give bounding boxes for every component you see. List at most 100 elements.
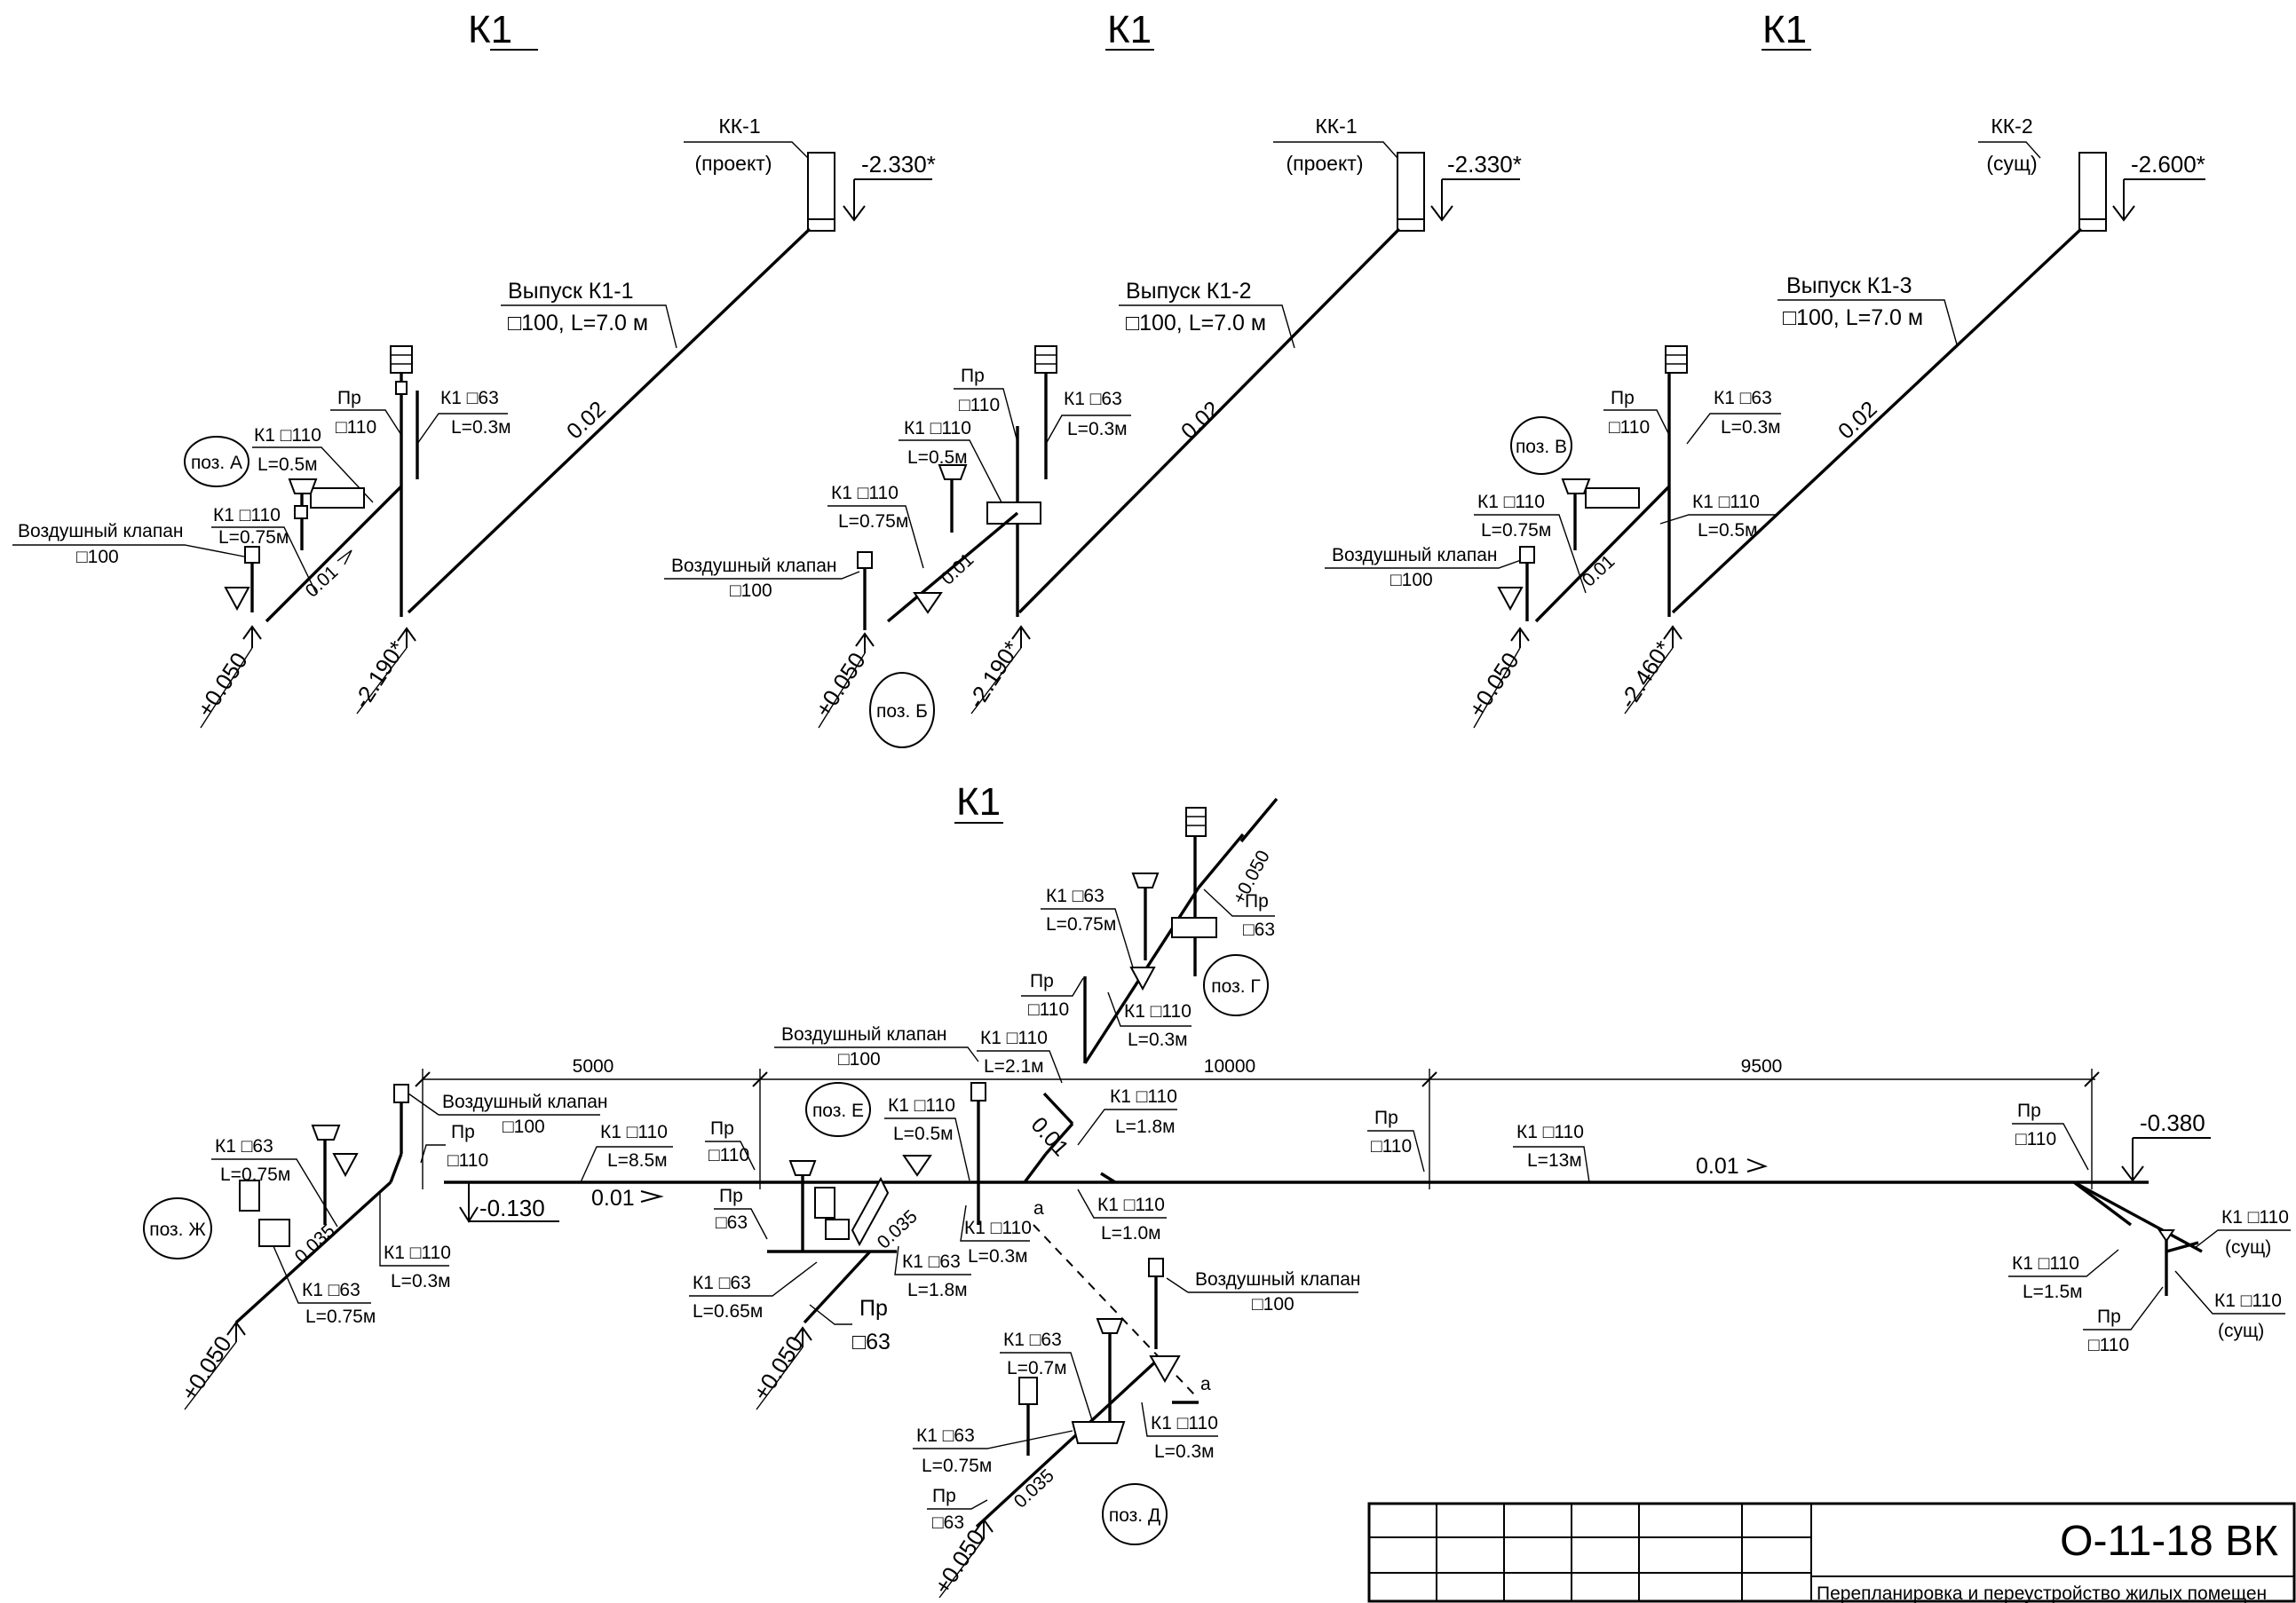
pos-e: поз. Е bbox=[812, 1101, 864, 1121]
outlet-spec: □100, L=7.0 м bbox=[1126, 311, 1266, 336]
valve-name: Воздушный клапан bbox=[442, 1092, 607, 1112]
e-pr2: Пр bbox=[719, 1186, 743, 1206]
scheme-k1-main: К1 5000 10000 9500 -0.130 0.01 -0.380 0.… bbox=[143, 780, 2291, 1599]
e-k110b: К1 □110 bbox=[964, 1218, 1032, 1238]
riser-branch: К1 □63 bbox=[1714, 388, 1772, 408]
pos-marker bbox=[184, 436, 249, 487]
bathtub-icon bbox=[1171, 917, 1217, 938]
d-l07: L=0.7м bbox=[1007, 1358, 1067, 1378]
e-l05: L=0.5м bbox=[893, 1124, 954, 1144]
zh-pr: Пр bbox=[451, 1122, 475, 1142]
d-k110: К1 □110 bbox=[1151, 1413, 1218, 1433]
branch2-label: К1 □110 bbox=[831, 483, 899, 503]
air-valve-icon bbox=[857, 551, 873, 569]
elev-bottom: -2.460* bbox=[1614, 636, 1677, 714]
e-valve-diam: □100 bbox=[838, 1049, 881, 1070]
g-k110b: К1 □110 bbox=[980, 1028, 1048, 1048]
branch2-len: L=0.75м bbox=[1481, 520, 1551, 541]
valve-diam: □100 bbox=[503, 1117, 545, 1137]
elev-main-left: -0.130 bbox=[479, 1195, 545, 1221]
title-block: О-11-18 ВК Перепланировка и переустройст… bbox=[1367, 1502, 2296, 1603]
washbasin-icon bbox=[788, 1160, 817, 1176]
inspection-well bbox=[2078, 152, 2107, 232]
pos-label: поз. А bbox=[191, 453, 242, 473]
r-k110: К1 □110 bbox=[2012, 1253, 2079, 1274]
branch-slope: 0.01 bbox=[302, 562, 343, 602]
scheme-title: К1 bbox=[1762, 8, 1807, 51]
d-k63: К1 □63 bbox=[1003, 1330, 1062, 1350]
branch-slope: 0.01 bbox=[938, 549, 978, 589]
g-d63: □63 bbox=[1243, 920, 1275, 940]
well-elevation: -2.330* bbox=[1447, 151, 1522, 178]
zh-k63: К1 □63 bbox=[215, 1136, 273, 1157]
slope-035a: 0.035 bbox=[291, 1220, 339, 1267]
r-l15: L=1.5м bbox=[2023, 1282, 2083, 1302]
slope-up: 0.01 bbox=[1026, 1112, 1073, 1161]
e-l03: L=0.3м bbox=[968, 1246, 1028, 1267]
d-l075: L=0.75м bbox=[922, 1456, 992, 1476]
riser-branch: К1 □63 bbox=[1064, 389, 1122, 409]
bathtub-icon bbox=[1071, 1421, 1126, 1444]
air-valve-icon bbox=[393, 1084, 409, 1103]
scheme-k1-1: К1 КК-1 (проект) -2.330* Выпуск К1-1 □10… bbox=[12, 8, 936, 729]
elev-zh: +0.050 bbox=[176, 1331, 237, 1406]
air-valve-icon bbox=[1148, 1258, 1164, 1277]
well-name: КК-1 bbox=[718, 114, 760, 138]
outlet-slope: 0.02 bbox=[1833, 397, 1882, 445]
pos-marker-d bbox=[1102, 1483, 1168, 1545]
air-valve-icon bbox=[1519, 546, 1535, 564]
d-k63b: К1 □63 bbox=[916, 1425, 975, 1446]
inspection-well bbox=[1397, 152, 1425, 232]
floor-drain-icon bbox=[902, 1155, 932, 1177]
g-l03: L=0.3м bbox=[1128, 1030, 1188, 1050]
riser-mark: Пр bbox=[1611, 388, 1635, 408]
floor-drain-icon bbox=[332, 1153, 359, 1178]
floor-drain-icon bbox=[1497, 587, 1524, 612]
toilet-tank-icon bbox=[1018, 1377, 1038, 1405]
washbasin-icon bbox=[938, 464, 968, 480]
well-elevation: -2.330* bbox=[861, 151, 936, 178]
elev-floor: +0.050 bbox=[192, 648, 253, 723]
m-l10: L=1.0м bbox=[1101, 1223, 1161, 1244]
r-k110a: К1 □110 bbox=[2221, 1207, 2289, 1228]
slope-main: 0.01 bbox=[591, 1186, 635, 1211]
zh-l03: L=0.3м bbox=[391, 1271, 451, 1291]
a-marker-1: а bbox=[1033, 1198, 1044, 1219]
elev-e: +0.050 bbox=[748, 1331, 809, 1406]
outlet-spec: □100, L=7.0 м bbox=[1783, 305, 1923, 330]
scheme-title: К1 bbox=[1107, 8, 1152, 51]
bathtub-icon bbox=[986, 501, 1041, 525]
valve-diam: □100 bbox=[730, 580, 772, 601]
outlet-name: Выпуск К1-3 bbox=[1786, 273, 1912, 298]
cleanout-icon bbox=[1665, 345, 1688, 374]
pos-label: поз. Б bbox=[876, 701, 928, 722]
elev-floor: +0.050 bbox=[810, 648, 871, 723]
pos-marker-g bbox=[1203, 954, 1269, 1016]
elev-bottom: -2.190* bbox=[348, 636, 411, 714]
branch1-len: L=0.5м bbox=[1698, 520, 1758, 541]
outlet-name: Выпуск К1-2 bbox=[1126, 279, 1251, 304]
branch1-len: L=0.5м bbox=[907, 447, 968, 468]
branch2-len: L=0.75м bbox=[838, 511, 908, 532]
d-d63: □63 bbox=[932, 1512, 964, 1533]
e-pr3: Пр bbox=[859, 1296, 888, 1321]
r-d110b: □110 bbox=[2088, 1335, 2129, 1355]
branch1-label: К1 □110 bbox=[904, 418, 971, 438]
branch2-label: К1 □110 bbox=[1477, 492, 1545, 512]
zh-l075: L=0.75м bbox=[220, 1165, 290, 1185]
r-pr: Пр bbox=[2017, 1101, 2041, 1121]
zh-l075b: L=0.75м bbox=[305, 1307, 376, 1327]
d-valve-diam: □100 bbox=[1252, 1294, 1294, 1315]
riser-mark: Пр bbox=[961, 366, 985, 386]
floor-drain-icon bbox=[224, 587, 250, 612]
riser-diam: □110 bbox=[1609, 417, 1650, 438]
floor-drain-icon bbox=[913, 592, 943, 614]
valve-diam: □100 bbox=[76, 547, 119, 567]
scheme-k1-3: К1 КК-2 (сущ) -2.600* Выпуск К1-3 □100, … bbox=[1325, 8, 2205, 729]
pos-d: поз. Д bbox=[1109, 1505, 1160, 1526]
g-l18: L=1.8м bbox=[1115, 1117, 1176, 1137]
riser-diam: □110 bbox=[959, 395, 1000, 415]
outlet-spec: □100, L=7.0 м bbox=[508, 311, 648, 336]
elev-bottom: -2.190* bbox=[962, 636, 1025, 714]
